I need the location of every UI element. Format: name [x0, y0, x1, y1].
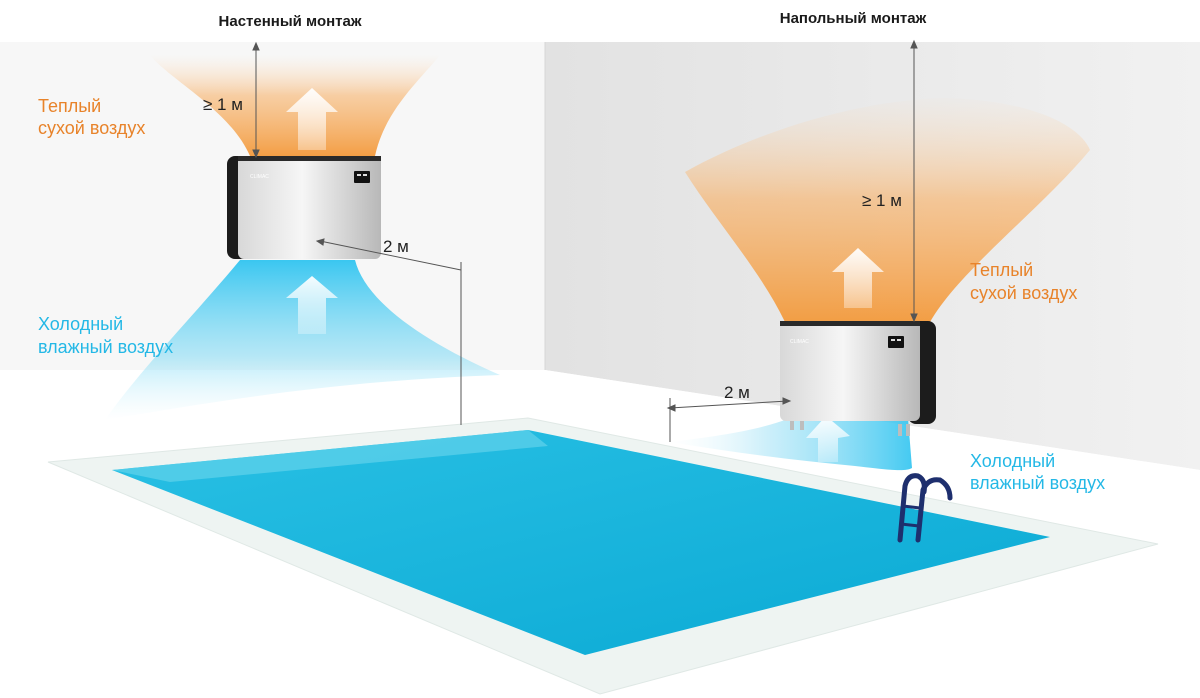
- wall-cold-air-label-2: влажный воздух: [38, 337, 173, 357]
- display-icon: [888, 336, 904, 348]
- up-arrow-icon: [832, 248, 884, 308]
- up-arrow-icon: [286, 88, 338, 150]
- wall-mounted-unit: CLIMAC: [227, 156, 381, 259]
- pool-inner-wall: [112, 430, 548, 482]
- floor-clearance-side-label: 2 м: [724, 383, 750, 402]
- pool-water: [112, 430, 1050, 655]
- wall-warm-air-label-2: сухой воздух: [38, 118, 145, 138]
- up-arrow-icon: [286, 276, 338, 334]
- up-arrow-icon: [806, 416, 850, 462]
- back-wall-top: [0, 0, 1200, 42]
- ladder-icon: [897, 473, 953, 543]
- wall-clearance-top-label: ≥ 1 м: [203, 95, 243, 114]
- device-brand-label: CLIMAC: [250, 174, 269, 180]
- floor-cold-air-label-1: Холодный: [970, 451, 1055, 471]
- wall-warm-air-label-1: Теплый: [38, 96, 101, 116]
- floor-warm-air-label-1: Теплый: [970, 260, 1033, 280]
- display-icon: [354, 171, 370, 183]
- floor-clearance-side-line: [666, 397, 792, 442]
- floor-cold-airflow: [670, 418, 912, 471]
- floor-warm-airflow: [685, 98, 1090, 322]
- floor-mounted-unit: CLIMAC: [780, 321, 936, 436]
- wall-mount-title: Настенный монтаж: [219, 13, 362, 30]
- floor-clearance-top-line: [910, 39, 918, 323]
- floor-warm-air-label-2: сухой воздух: [970, 283, 1077, 303]
- floor-mount-title: Напольный монтаж: [780, 10, 927, 27]
- wall-clearance-side-label: 2 м: [383, 237, 409, 256]
- wall-cold-airflow: [105, 260, 500, 420]
- device-brand-label: CLIMAC: [790, 339, 809, 345]
- floor-clearance-top-label: ≥ 1 м: [862, 191, 902, 210]
- floor-cold-air-label-2: влажный воздух: [970, 473, 1105, 493]
- wall-cold-air-label-1: Холодный: [38, 314, 123, 334]
- wall-clearance-side-line: [315, 238, 462, 425]
- wall-clearance-top-line: [252, 41, 260, 159]
